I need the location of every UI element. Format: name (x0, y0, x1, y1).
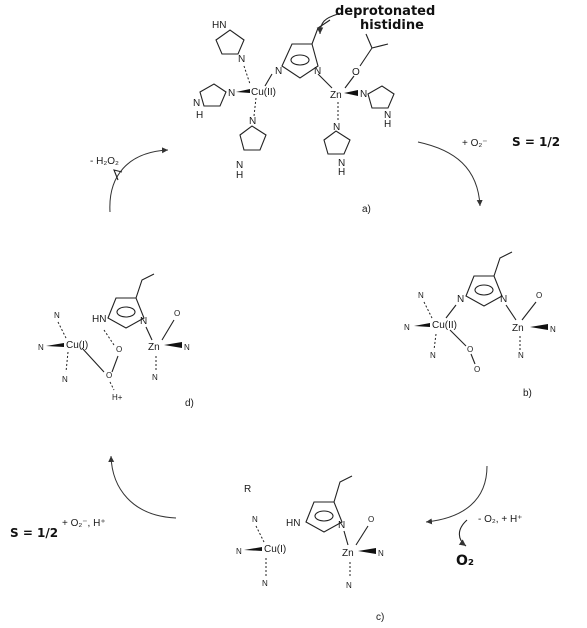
spin-annotation-bottom: S = 1/2 (10, 526, 58, 540)
imidazolate-ring-a (281, 43, 319, 79)
deprotonated-annotation: deprotonated (335, 4, 435, 19)
atom-n: N (38, 343, 44, 352)
copper-center: Cu(II) (432, 320, 457, 331)
imidazole-ring (199, 83, 227, 107)
atom-n: N (152, 373, 158, 382)
atom-o: O (352, 67, 360, 78)
atom-h: H (384, 119, 391, 130)
acetate-group (359, 33, 389, 67)
imidazole-ring (239, 125, 267, 151)
atom-n: N (384, 110, 391, 121)
o2-release-label: O₂ (456, 553, 474, 569)
imidazole-ring (367, 85, 395, 109)
atom-o: O (467, 345, 473, 354)
arrow-label-c-to-d: + O₂⁻, H⁺ (62, 518, 106, 529)
atom-o: O (368, 515, 374, 524)
arrow-d-to-a (109, 147, 169, 213)
atom-n: N (418, 291, 424, 300)
atom-n: N (262, 579, 268, 588)
label-a: a) (362, 204, 371, 215)
atom-n: N (236, 547, 242, 556)
label-b: b) (523, 388, 532, 399)
structure-c: R HN N Cu(I) Zn N N N O N N c) (236, 475, 384, 623)
atom-n: N (249, 116, 256, 127)
imidazole-ring-d (107, 297, 145, 329)
o2-release-arrow (458, 519, 468, 547)
label-c: c) (376, 612, 384, 623)
ethyl-chain (311, 19, 331, 45)
arrow-b-to-c (425, 465, 488, 525)
zinc-center: Zn (512, 323, 524, 334)
structure-b: N N Cu(II) Zn N N N O O O N N b) (404, 251, 556, 399)
copper-center: Cu(I) (66, 340, 88, 351)
atom-n: N (518, 351, 524, 360)
residue-r-label: R (244, 484, 251, 495)
zinc-center: Zn (342, 548, 354, 559)
pointer-arrow (316, 13, 339, 35)
arrow-a-to-b (417, 141, 483, 207)
atom-n: N (62, 375, 68, 384)
histidine-annotation: histidine (360, 18, 424, 33)
atom-n: N (238, 54, 245, 65)
atom-o: O (116, 345, 122, 354)
h2o2-release-arrow (113, 169, 123, 181)
arrow-c-to-d (108, 455, 177, 519)
atom-n: N (457, 294, 464, 305)
atom-n: N (140, 316, 147, 327)
atom-n: N (346, 581, 352, 590)
atom-n: N (360, 89, 367, 100)
atom-n: N (252, 515, 258, 524)
atom-hn: HN (212, 20, 226, 31)
atom-h: H (196, 110, 203, 121)
atom-n: N (54, 311, 60, 320)
atom-n: N (404, 323, 410, 332)
imidazolate-ring-b (465, 275, 503, 307)
atom-n: N (333, 122, 340, 133)
copper-center: Cu(I) (264, 544, 286, 555)
atom-o: O (174, 309, 180, 318)
atom-o: O (536, 291, 542, 300)
spin-annotation-top: S = 1/2 (512, 135, 560, 149)
imidazole-ring-c (305, 501, 343, 533)
atom-n: N (378, 549, 384, 558)
atom-o: O (474, 365, 480, 374)
atom-h: H (338, 167, 345, 178)
structure-a: N N Cu(II) Zn O HN N H N N N N H N N H (193, 4, 435, 215)
atom-n: N (193, 98, 200, 109)
structure-d: HN N Cu(I) Zn N N N O O H+ O N N d) (38, 273, 194, 409)
label-d: d) (185, 398, 194, 409)
arrow-label-a-to-b: + O₂⁻ (462, 138, 488, 149)
copper-center: Cu(II) (251, 87, 276, 98)
atom-n: N (236, 160, 243, 171)
atom-n: N (430, 351, 436, 360)
atom-n: N (228, 88, 235, 99)
atom-n: N (275, 66, 282, 77)
atom-h: H (236, 170, 243, 181)
proton-label: H+ (112, 393, 123, 402)
atom-n: N (338, 158, 345, 169)
arrow-label-d-to-a: - H₂O₂ (90, 156, 119, 167)
imidazole-ring (323, 130, 351, 155)
zinc-center: Zn (148, 342, 160, 353)
atom-hn: HN (92, 314, 106, 325)
atom-n: N (314, 66, 321, 77)
atom-o: O (106, 371, 112, 380)
atom-hn: HN (286, 518, 300, 529)
atom-n: N (184, 343, 190, 352)
aromatic-circle (290, 54, 310, 66)
atom-n: N (338, 520, 345, 531)
imidazole-ring (215, 29, 245, 55)
zinc-center: Zn (330, 90, 342, 101)
arrow-label-b-to-c: - O₂, + H⁺ (478, 514, 522, 525)
atom-n: N (500, 294, 507, 305)
atom-n: N (550, 325, 556, 334)
